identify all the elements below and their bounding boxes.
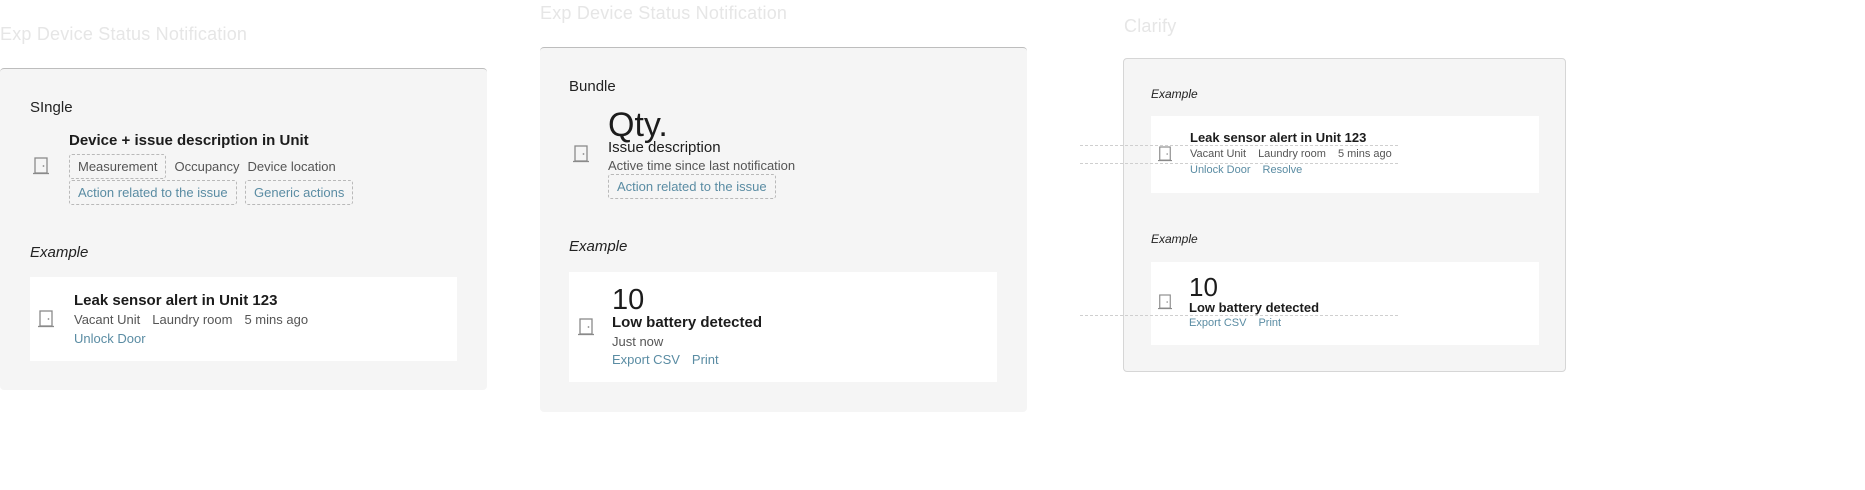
guide-line (1080, 145, 1398, 146)
meta-device-location: Device location (247, 159, 336, 174)
door-icon (1158, 146, 1172, 162)
action-issue-chip[interactable]: Action related to the issue (608, 174, 776, 199)
single-example-meta: Vacant Unit Laundry room 5 mins ago (74, 312, 320, 327)
single-example-card (30, 277, 457, 361)
bundle-template-title: Issue description (608, 139, 721, 156)
single-template-meta-row: Measurement Occupancy Device location (69, 154, 336, 179)
resolve-link[interactable]: Resolve (1262, 164, 1303, 176)
guide-line (1080, 163, 1398, 164)
single-label: SIngle (30, 99, 73, 116)
print-link[interactable]: Print (691, 352, 719, 367)
clarify-card-1-meta: Vacant Unit Laundry room 5 mins ago (1190, 148, 1404, 160)
door-icon (38, 310, 54, 328)
bundle-example-card (569, 272, 997, 382)
measurement-chip: Measurement (69, 154, 167, 179)
door-icon (578, 318, 594, 336)
bundle-example-title: Low battery detected (612, 314, 763, 331)
export-csv-link[interactable]: Export CSV (1189, 317, 1247, 329)
clarify-card-2 (1151, 262, 1539, 345)
bundle-template-subtitle: Active time since last notification (608, 158, 796, 173)
guide-line (1080, 315, 1398, 316)
bundle-example-actions: Export CSV Print (612, 352, 731, 367)
section-heading-right: Clarify (1124, 16, 1177, 36)
section-heading-middle: Exp Device Status Notification (540, 3, 788, 23)
clarify-card-1 (1151, 116, 1539, 193)
bundle-example-qty: 10 (612, 284, 645, 316)
single-template-title: Device + issue description in Unit (69, 132, 309, 149)
single-example-actions: Unlock Door (74, 331, 158, 346)
meta-laundry-room: Laundry room (152, 312, 233, 327)
single-example-title: Leak sensor alert in Unit 123 (74, 292, 278, 309)
generic-actions-chip[interactable]: Generic actions (245, 180, 354, 205)
door-icon (1158, 294, 1172, 310)
export-csv-link[interactable]: Export CSV (612, 352, 680, 367)
clarify-card-1-title: Leak sensor alert in Unit 123 (1190, 130, 1367, 145)
bundle-template-qty: Qty. (608, 106, 668, 144)
section-heading-left: Exp Device Status Notification (0, 24, 248, 44)
bundle-example-subtitle: Just now (612, 334, 664, 349)
clarify-example-label-1: Example (1151, 87, 1198, 101)
bundle-label: Bundle (569, 78, 616, 95)
door-icon (573, 145, 589, 163)
meta-vacant-unit: Vacant Unit (1190, 148, 1247, 160)
single-example-label: Example (30, 244, 89, 261)
meta-timestamp: 5 mins ago (244, 312, 309, 327)
clarify-card-1-actions: Unlock Door Resolve (1190, 164, 1314, 176)
clarify-card-2-title: Low battery detected (1189, 300, 1320, 315)
print-link[interactable]: Print (1258, 317, 1282, 329)
clarify-card-2-qty: 10 (1189, 272, 1218, 302)
door-icon (33, 157, 49, 175)
unlock-door-link[interactable]: Unlock Door (1190, 164, 1251, 176)
action-issue-chip[interactable]: Action related to the issue (69, 180, 237, 205)
bundle-example-label: Example (569, 238, 628, 255)
meta-laundry-room: Laundry room (1258, 148, 1326, 160)
single-template-actions: Action related to the issue Generic acti… (69, 180, 354, 205)
bundle-template-actions: Action related to the issue (608, 174, 776, 199)
clarify-card-2-actions: Export CSV Print (1189, 317, 1293, 329)
clarify-example-label-2: Example (1151, 232, 1198, 246)
meta-vacant-unit: Vacant Unit (74, 312, 141, 327)
meta-timestamp: 5 mins ago (1337, 148, 1392, 160)
meta-occupancy: Occupancy (174, 159, 240, 174)
unlock-door-link[interactable]: Unlock Door (74, 331, 146, 346)
